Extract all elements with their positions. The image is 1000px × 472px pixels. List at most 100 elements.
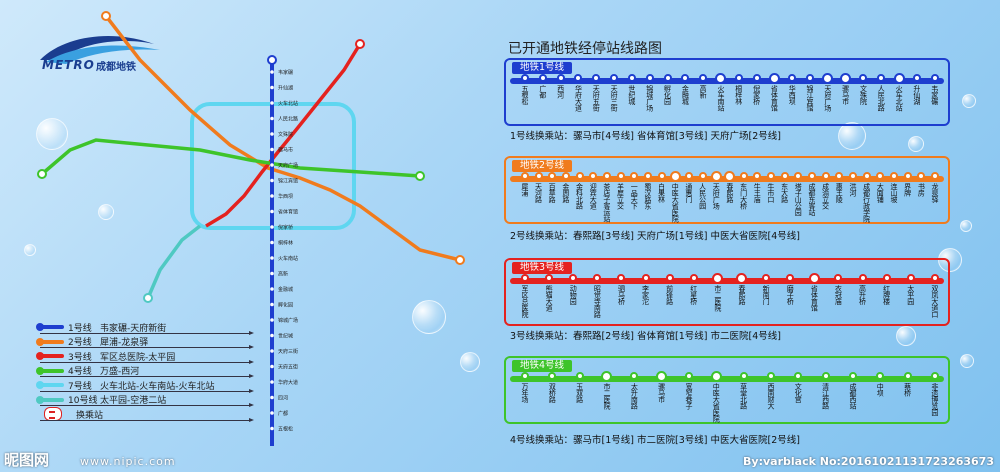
station-name: 人民北路 — [877, 85, 886, 111]
map-station-label: 五根松 — [278, 426, 293, 433]
legend-line-swatch — [36, 395, 64, 404]
line4-path — [40, 138, 421, 178]
station: 百草路 — [545, 172, 559, 222]
station-dot — [859, 74, 868, 82]
line1-terminal — [267, 55, 277, 65]
map-station-label: 华西坝 — [278, 193, 293, 200]
line-tag: 地铁4号线 — [512, 360, 573, 372]
station-dot — [545, 274, 554, 282]
legend-arrow-line — [40, 388, 254, 393]
station-dot — [930, 274, 939, 282]
station: 双凤大道口 — [928, 274, 942, 318]
station-name: 衣冠庙 — [834, 285, 843, 305]
station-name: 犀浦 — [520, 183, 529, 196]
station-name: 中医大省医院 — [671, 183, 680, 222]
station-dot — [548, 172, 557, 180]
map-station-label: 锦城广场 — [278, 317, 298, 324]
station: 天府广场 — [821, 72, 835, 111]
line3-path — [205, 43, 362, 228]
station-name: 熊猫大道 — [545, 285, 554, 311]
station: 成都西站 — [846, 372, 860, 422]
station-dot — [684, 172, 693, 180]
station-dot — [753, 172, 762, 180]
bubble-decoration — [908, 136, 924, 152]
map-station-dot — [270, 194, 274, 198]
transfer-station-dot — [712, 272, 724, 284]
station-name: 前锋路 — [665, 285, 674, 305]
line-track — [510, 376, 944, 382]
station: 骡马市 — [839, 72, 853, 111]
station-name: 骡马市 — [841, 85, 850, 105]
station: 金周路 — [559, 172, 573, 222]
transfer-summary: 3号线换乘站：春熙路[2号线] 省体育馆[1号线] 市二医院[4号线] — [510, 331, 781, 342]
station-dot — [877, 74, 886, 82]
station: 成渝立交 — [819, 172, 833, 222]
legend-route: 军区总医院-太平园 — [100, 352, 176, 363]
map-station-dot — [270, 380, 274, 384]
station-name: 成都行政学院 — [862, 183, 871, 222]
legend-arrow-line — [40, 359, 254, 364]
station-name: 新南门 — [762, 285, 771, 305]
line-tag: 地铁1号线 — [512, 62, 573, 74]
station: 蜀汉路东 — [641, 172, 655, 222]
station-name: 李家沱 — [641, 285, 650, 305]
station: 东门大桥 — [737, 172, 751, 222]
station: 火车北站 — [892, 72, 906, 111]
station-name: 龙泉驿 — [930, 183, 939, 203]
station-dot — [930, 74, 939, 82]
station-dot — [930, 372, 939, 380]
station-dot — [858, 274, 867, 282]
station-name: 金科北路 — [575, 183, 584, 209]
station-dot — [806, 74, 814, 82]
station-name: 天府五街 — [592, 85, 601, 111]
station: 天府广场 — [709, 170, 723, 222]
station: 红星桥 — [687, 274, 701, 318]
station: 市二医院 — [600, 370, 614, 422]
station-dot — [762, 274, 771, 282]
station-dot — [807, 172, 816, 180]
bubble-decoration — [938, 248, 962, 272]
transfer-station-dot — [669, 170, 681, 182]
station: 天府三街 — [607, 74, 621, 111]
metro-logo-cn: 成都地铁 — [96, 62, 136, 73]
station-dot — [821, 372, 830, 380]
station-name: 牛王庙 — [753, 183, 762, 203]
station-name: 太升南路 — [630, 383, 639, 409]
bubble-decoration — [960, 354, 974, 368]
line4-terminal — [37, 169, 47, 179]
transfer-station-dot — [601, 370, 613, 382]
station-dot — [630, 372, 639, 380]
station-name: 中医大省医院 — [712, 383, 721, 422]
station: 衣冠庙 — [831, 274, 845, 318]
station-name: 省体育馆 — [810, 285, 819, 311]
station-name: 蔡桥 — [903, 383, 912, 396]
station: 成都行政学院 — [860, 172, 874, 222]
station-dot — [917, 172, 926, 180]
map-station-label: 火车南站 — [278, 255, 298, 262]
station-name: 大面铺 — [876, 183, 885, 203]
station-name: 迎宾大道 — [589, 183, 598, 209]
transfer-station-dot — [822, 72, 834, 84]
station-dot — [663, 74, 672, 82]
station: 市二医院 — [711, 272, 725, 318]
station-dot — [876, 372, 885, 380]
station-name: 高升桥 — [858, 285, 867, 305]
station-name: 蜀汉路东 — [643, 183, 652, 209]
station-name: 金融城 — [681, 85, 690, 105]
station-name: 春熙路 — [737, 285, 746, 305]
station-dot — [889, 172, 898, 180]
station: 孵化园 — [661, 74, 675, 111]
station: 金科北路 — [573, 172, 587, 222]
legend-row: 换乘站 — [40, 407, 254, 422]
station-name: 市二医院 — [602, 383, 611, 409]
station: 太升南路 — [627, 372, 641, 422]
station: 羊犀立交 — [614, 172, 628, 222]
station-dot — [534, 172, 543, 180]
station-name: 宽窄巷子 — [684, 383, 693, 409]
station-name: 天河路 — [534, 183, 543, 203]
legend-arrow-line — [40, 345, 254, 349]
station-name: 文化宫 — [794, 383, 803, 403]
station-dot — [862, 172, 871, 180]
station-dot — [645, 74, 654, 82]
station: 太平园 — [904, 274, 918, 318]
